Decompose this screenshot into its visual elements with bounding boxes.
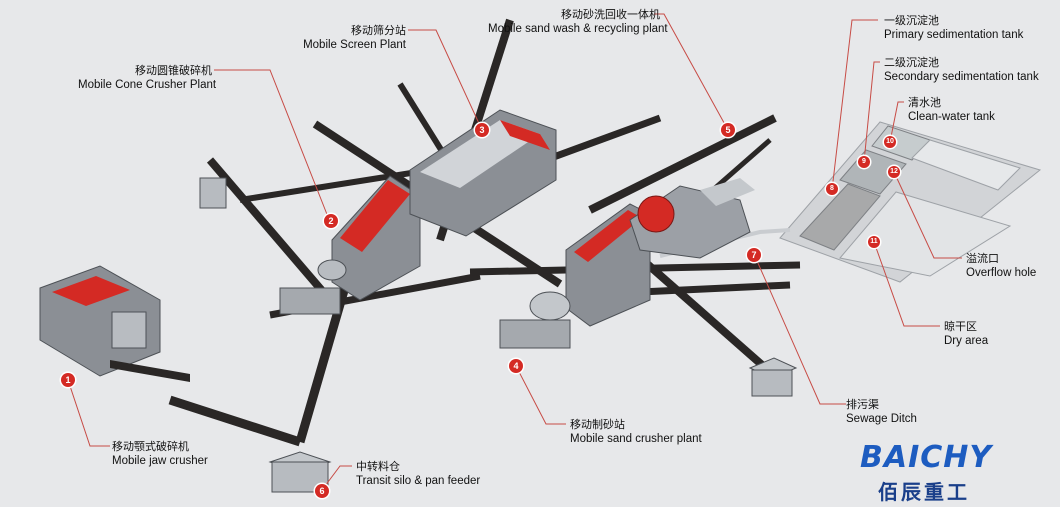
- feed-stand: [199, 177, 227, 209]
- cone-crusher-machine: [279, 175, 421, 315]
- station-marker-7: 7: [747, 248, 761, 262]
- label-cn: 溢流口: [966, 252, 999, 265]
- label-cn: 移动筛分站: [351, 24, 406, 37]
- label-sewage-ditch: 排污渠 Sewage Ditch: [846, 398, 917, 426]
- logo-brand: BAICHY: [860, 440, 993, 475]
- label-en: Mobile sand wash & recycling plant: [488, 22, 668, 35]
- discharge-silo: [748, 357, 798, 397]
- label-jaw-crusher: 移动颚式破碎机 Mobile jaw crusher: [112, 440, 208, 468]
- label-cn: 晾干区: [944, 320, 977, 333]
- transit-silo: [268, 451, 332, 493]
- label-en: Secondary sedimentation tank: [884, 70, 1039, 83]
- label-en: Mobile Screen Plant: [303, 38, 406, 51]
- label-en: Overflow hole: [966, 266, 1037, 279]
- label-cn: 一级沉淀池: [884, 14, 939, 27]
- leader-lines: [67, 13, 962, 491]
- label-cn: 移动制砂站: [570, 418, 625, 431]
- logo-brand-cn: 佰辰重工: [878, 480, 970, 504]
- label-cn: 移动砂洗回收一体机: [561, 8, 660, 21]
- label-en: Primary sedimentation tank: [884, 28, 1024, 41]
- station-marker-5: 5: [721, 123, 735, 137]
- label-cn: 移动颚式破碎机: [112, 440, 189, 453]
- label-cone-crusher: 移动圆锥破碎机 Mobile Cone Crusher Plant: [78, 64, 217, 92]
- station-marker-1: 1: [61, 373, 75, 387]
- screen-plant-machine: [409, 109, 557, 237]
- label-transit-silo: 中转料仓 Transit silo & pan feeder: [356, 460, 480, 488]
- station-marker-3: 3: [475, 123, 489, 137]
- label-cn: 中转料仓: [356, 460, 400, 473]
- sand-crusher-machine: [499, 203, 651, 349]
- label-en: Clean-water tank: [908, 110, 995, 123]
- label-overflow-hole: 溢流口 Overflow hole: [966, 252, 1036, 280]
- label-en: Transit silo & pan feeder: [356, 474, 481, 487]
- sedimentation-tanks: [779, 121, 1042, 283]
- jaw-crusher-machine: [39, 265, 190, 382]
- station-marker-2: 2: [324, 214, 338, 228]
- label-en: Mobile Cone Crusher Plant: [78, 78, 217, 91]
- label-sand-wash: 移动砂洗回收一体机 Mobile sand wash & recycling p…: [488, 8, 668, 36]
- label-primary-tank: 一级沉淀池 Primary sedimentation tank: [884, 14, 1023, 42]
- label-cn: 清水池: [908, 96, 941, 109]
- label-screen-plant: 移动筛分站 Mobile Screen Plant: [298, 24, 406, 52]
- label-cn: 二级沉淀池: [884, 56, 939, 69]
- label-secondary-tank: 二级沉淀池 Secondary sedimentation tank: [884, 56, 1039, 84]
- label-en: Mobile jaw crusher: [112, 454, 208, 467]
- label-en: Dry area: [944, 334, 989, 347]
- station-marker-8: 8: [826, 183, 838, 195]
- baichy-logo: BAICHY 佰辰重工: [860, 440, 1000, 504]
- sand-wash-machine: [629, 178, 755, 259]
- label-cn: 移动圆锥破碎机: [135, 64, 212, 77]
- station-marker-9: 9: [858, 156, 870, 168]
- label-en: Mobile sand crusher plant: [570, 432, 702, 445]
- station-marker-10: 10: [884, 136, 896, 148]
- label-dry-area: 晾干区 Dry area: [944, 320, 988, 348]
- station-marker-11: 11: [868, 236, 880, 248]
- label-sand-crusher: 移动制砂站 Mobile sand crusher plant: [570, 418, 702, 446]
- station-marker-12: 12: [888, 166, 900, 178]
- label-clean-water-tank: 清水池 Clean-water tank: [908, 96, 995, 124]
- station-marker-4: 4: [509, 359, 523, 373]
- label-cn: 排污渠: [846, 398, 879, 411]
- station-marker-6: 6: [315, 484, 329, 498]
- label-en: Sewage Ditch: [846, 412, 917, 425]
